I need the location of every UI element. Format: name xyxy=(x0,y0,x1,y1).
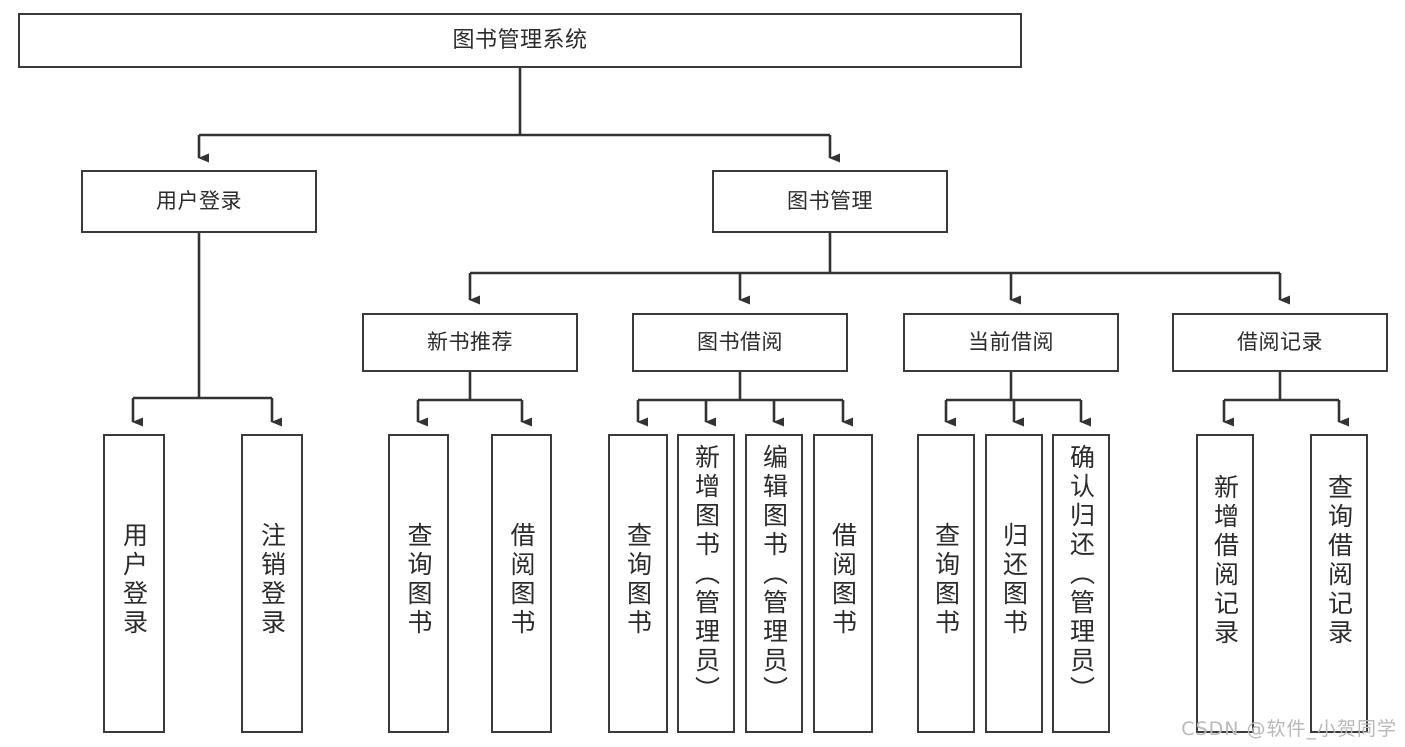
leaf-confirm-return-admin[interactable]: 确认归还（管理员） xyxy=(1052,434,1110,733)
leaf-add-book-admin[interactable]: 新增图书（管理员） xyxy=(677,434,735,733)
node-root[interactable]: 图书管理系统 xyxy=(18,13,1022,68)
watermark: CSDN @软件_小贺同学 xyxy=(1181,718,1397,740)
leaf-logout[interactable]: 注销登录 xyxy=(241,434,303,733)
leaf-query-book-current[interactable]: 查询图书 xyxy=(917,434,975,733)
node-current-borrow[interactable]: 当前借阅 xyxy=(903,313,1119,372)
node-label: 用户登录 xyxy=(119,522,149,638)
node-label: 新增图书（管理员） xyxy=(691,444,721,705)
leaf-query-book-borrow[interactable]: 查询图书 xyxy=(608,434,668,733)
node-label: 图书管理 xyxy=(787,189,873,214)
leaf-return-book[interactable]: 归还图书 xyxy=(985,434,1043,733)
node-label: 借阅图书 xyxy=(828,522,858,638)
leaf-edit-book-admin[interactable]: 编辑图书（管理员） xyxy=(745,434,803,733)
node-new-book-recommend[interactable]: 新书推荐 xyxy=(362,313,578,372)
node-label: 用户登录 xyxy=(156,189,242,214)
node-book-borrow[interactable]: 图书借阅 xyxy=(632,313,848,372)
node-label: 编辑图书（管理员） xyxy=(759,444,789,705)
leaf-user-login[interactable]: 用户登录 xyxy=(103,434,165,733)
node-label: 确认归还（管理员） xyxy=(1066,444,1096,705)
node-label: 查询借阅记录 xyxy=(1324,474,1354,648)
node-label: 借阅记录 xyxy=(1237,330,1323,355)
node-label: 当前借阅 xyxy=(968,330,1054,355)
node-book-management[interactable]: 图书管理 xyxy=(712,170,948,233)
node-label: 新书推荐 xyxy=(427,330,513,355)
leaf-query-book-recommend[interactable]: 查询图书 xyxy=(388,434,449,733)
leaf-borrow-book-recommend[interactable]: 借阅图书 xyxy=(491,434,552,733)
node-user-login[interactable]: 用户登录 xyxy=(81,170,317,233)
node-label: 注销登录 xyxy=(257,522,287,638)
leaf-borrow-book[interactable]: 借阅图书 xyxy=(813,434,873,733)
node-label: 图书管理系统 xyxy=(452,27,588,53)
leaf-add-borrow-record[interactable]: 新增借阅记录 xyxy=(1196,434,1254,733)
node-label: 新增借阅记录 xyxy=(1210,474,1240,648)
node-borrow-record[interactable]: 借阅记录 xyxy=(1172,313,1388,372)
node-label: 查询图书 xyxy=(931,522,961,638)
node-label: 查询图书 xyxy=(404,522,433,638)
node-label: 借阅图书 xyxy=(507,522,536,638)
node-label: 图书借阅 xyxy=(697,330,783,355)
node-label: 查询图书 xyxy=(623,522,653,638)
leaf-query-borrow-record[interactable]: 查询借阅记录 xyxy=(1310,434,1368,733)
node-label: 归还图书 xyxy=(999,522,1029,638)
